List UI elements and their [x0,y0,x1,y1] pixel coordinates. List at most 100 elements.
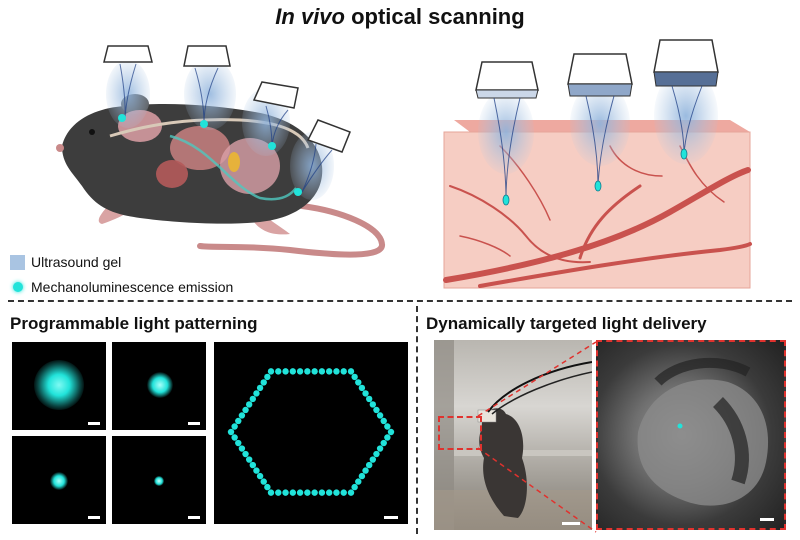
hexagon-dot [242,406,249,414]
hexagon-dot [231,423,238,430]
hexagon-dot [358,472,366,480]
tissue-transducer-1 [475,61,539,91]
zoomed-emission-dot [677,423,683,429]
legend-gel-label: Ultrasound gel [31,254,122,270]
hexagon-dot [362,390,369,397]
hexagon-dot [380,417,387,425]
hexagon-dot [249,395,257,403]
emission-dot-2 [200,120,208,128]
emission-dot-4 [294,188,302,196]
photo-mouse [479,408,527,518]
hexagon-dot [318,368,326,375]
hexagon-pattern [227,368,395,496]
hexagon-dot [227,428,235,436]
vertical-divider [416,306,418,534]
tissue-gel-3 [654,68,718,164]
hexagon-dot [340,368,347,375]
mouse-light-path [169,134,297,201]
main-title-rest: optical scanning [344,4,525,29]
emission-dot-icon [13,282,23,292]
hexagon-dot [333,368,340,375]
zoomed-view [596,340,786,530]
tissue-gel-1 [478,90,534,174]
tissue-gel-2 [570,82,630,166]
hexagon-dot [311,368,318,375]
hexagon-dot [358,384,366,392]
mouse-gland [228,152,240,172]
fiber-cable-1 [487,361,592,413]
hexagon-dot [355,478,362,485]
tissue-emission-3 [680,148,688,160]
section-title-left: Programmable light patterning [10,314,258,333]
hexagon-dot [235,417,242,425]
tissue-emission-2 [594,180,602,192]
hexagon-dot [369,456,377,463]
mouse-spine [109,118,310,149]
horizontal-divider [8,300,792,302]
mouse-tail [197,203,385,258]
hexagon-dot [325,489,333,496]
hexagon-dot [362,467,369,474]
hexagon-dot [304,489,311,496]
transducer-3 [252,81,299,109]
hexagon-dot [289,368,297,375]
hexagon-dot [249,461,257,469]
hexagon-dot [275,489,282,496]
hexagon-dot [238,445,246,452]
fiber-cable-2 [491,371,592,415]
hexagon-dot [376,412,384,419]
hexagon-dot [267,368,275,375]
hexagon-dot [242,450,249,458]
mouse-nose [56,144,64,152]
hexagon-dot [245,401,253,408]
hexagon-dot [253,390,260,397]
hexagon-dot [365,461,373,469]
hexagon-dot [231,434,238,441]
hexagon-dot [387,428,395,436]
hexagon-dot [253,467,260,474]
hexagon-dot [260,379,267,386]
hexagon-dot [264,483,271,491]
hexagon-dot [333,489,340,496]
transducer-2 [183,45,231,67]
zoom-connector [477,341,597,533]
hexagon-pattern-panel [214,342,408,524]
transducer-1 [103,45,153,63]
hexagon-dot [256,472,264,480]
hexagon-dot [347,368,355,375]
hexagon-dot [340,489,347,496]
mouse-eye [89,129,95,135]
hexagon-dot [376,445,384,452]
hexagon-dot [296,489,304,496]
hexagon-dot [373,406,380,414]
section-title-right: Dynamically targeted light delivery [426,314,707,333]
spot-panel-tiny [112,436,206,524]
main-title: In vivo optical scanning [0,4,800,30]
mouse-heart [156,160,188,188]
gel-region-2 [184,58,236,130]
emission-dot-1 [118,114,126,122]
tissue-transducer-2 [567,53,633,85]
hexagon-dot [245,456,253,463]
legend-emission-label: Mechanoluminescence emission [31,279,234,295]
hexagon-dot [384,434,391,441]
hexagon-dot [351,483,358,491]
gel-swatch-icon [10,254,25,270]
hexagon-dot [282,489,289,496]
spot-panel-large [12,342,106,430]
main-title-italic: In vivo [275,4,345,29]
hexagon-dot [318,489,326,496]
hexagon-dot [260,478,267,485]
hexagon-dot [235,439,242,447]
hexagon-dot [369,401,377,408]
hexagon-dot [256,384,264,392]
hexagon-dot [351,373,358,381]
mouse-scanning-illustration [56,45,385,258]
hexagon-dot [267,489,275,496]
hexagon-dot [289,489,297,496]
tissue-scanning-illustration [443,39,752,289]
tissue-transducer-3 [653,39,719,73]
legend-gel: Ultrasound gel [10,254,121,270]
emission-dot-3 [268,142,276,150]
hexagon-dot [275,368,282,375]
